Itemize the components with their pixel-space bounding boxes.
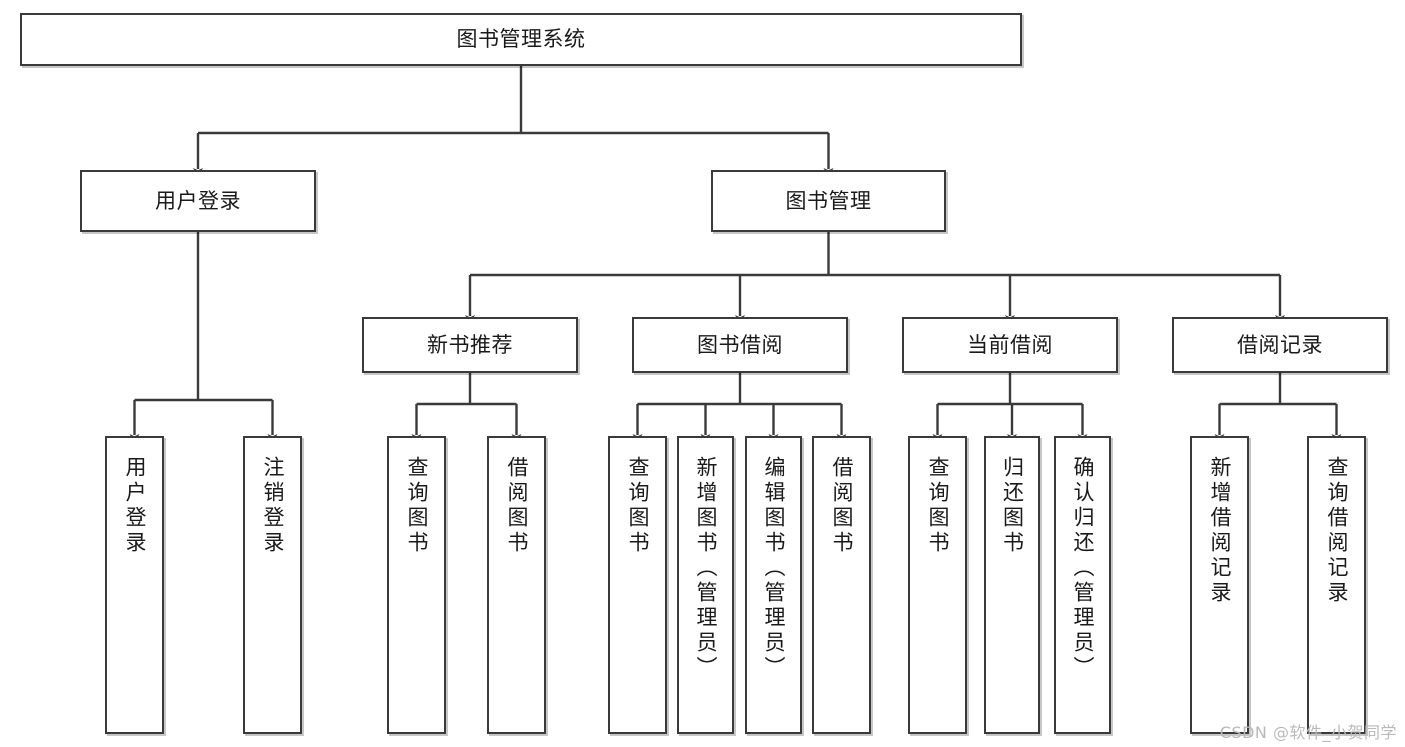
node-label: 图书管理系统 (456, 27, 586, 52)
node-label: 借阅图书 (505, 456, 529, 556)
node-label: 查询图书 (626, 456, 650, 556)
node-leaf-bb-edit[interactable]: 编辑图书（管理员） (745, 436, 802, 734)
node-leaf-cb-return[interactable]: 归还图书 (984, 436, 1040, 734)
node-label: 当前借阅 (967, 332, 1053, 357)
node-current-borrow[interactable]: 当前借阅 (902, 317, 1118, 373)
node-label: 用户登录 (155, 188, 241, 213)
node-leaf-bb-add[interactable]: 新增图书（管理员） (677, 436, 734, 734)
node-label: 注销登录 (261, 456, 285, 556)
node-label: 新增图书（管理员） (694, 456, 718, 681)
node-label: 查询图书 (926, 456, 950, 556)
node-label: 用户登录 (123, 456, 147, 556)
node-leaf-user-login[interactable]: 用户登录 (105, 436, 164, 734)
node-leaf-bb-query[interactable]: 查询图书 (608, 436, 667, 734)
node-leaf-cb-confirm[interactable]: 确认归还（管理员） (1054, 436, 1111, 734)
node-label: 编辑图书（管理员） (762, 456, 786, 681)
node-label: 查询借阅记录 (1325, 456, 1349, 606)
node-label: 确认归还（管理员） (1071, 456, 1095, 681)
node-leaf-bb-borrow[interactable]: 借阅图书 (812, 436, 871, 734)
node-book-borrow[interactable]: 图书借阅 (632, 317, 848, 373)
node-borrow-record[interactable]: 借阅记录 (1172, 317, 1388, 373)
node-root[interactable]: 图书管理系统 (20, 13, 1022, 66)
node-label: 借阅记录 (1237, 332, 1323, 357)
node-label: 借阅图书 (830, 456, 854, 556)
node-label: 图书管理 (785, 188, 872, 213)
node-leaf-rec-query[interactable]: 查询图书 (387, 436, 446, 734)
node-leaf-rec-borrow[interactable]: 借阅图书 (487, 436, 546, 734)
node-leaf-user-logout[interactable]: 注销登录 (243, 436, 302, 734)
node-leaf-cb-query[interactable]: 查询图书 (908, 436, 967, 734)
node-label: 新书推荐 (427, 332, 513, 357)
node-label: 查询图书 (405, 456, 429, 556)
node-label: 图书借阅 (697, 332, 783, 357)
node-label: 新增借阅记录 (1208, 456, 1232, 606)
csdn-watermark: CSDN @软件_小贺同学 (1219, 723, 1397, 742)
node-user-login[interactable]: 用户登录 (80, 170, 316, 232)
node-label: 归还图书 (1000, 456, 1025, 556)
node-new-book-rec[interactable]: 新书推荐 (362, 317, 578, 373)
node-leaf-br-query[interactable]: 查询借阅记录 (1307, 436, 1366, 734)
node-leaf-br-add[interactable]: 新增借阅记录 (1190, 436, 1249, 734)
node-book-manage[interactable]: 图书管理 (711, 170, 946, 232)
